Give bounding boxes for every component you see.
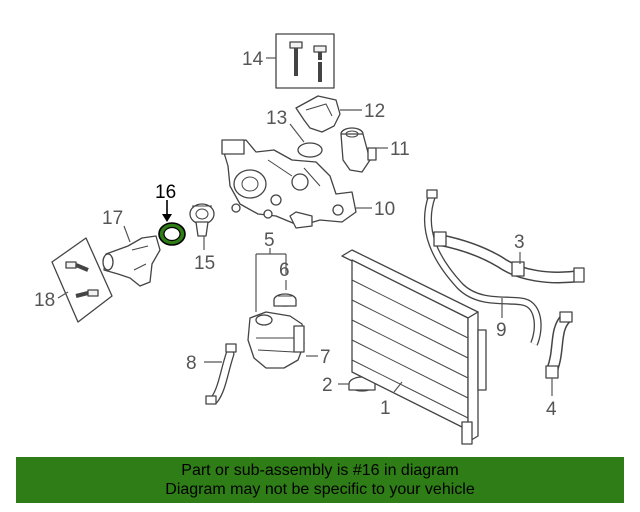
part-14-bolts[interactable] bbox=[275, 33, 335, 89]
part-8-hose[interactable] bbox=[205, 343, 237, 405]
part-5-reservoir[interactable] bbox=[247, 311, 305, 369]
callout-4: 4 bbox=[546, 399, 557, 420]
part-15-thermostat[interactable] bbox=[189, 203, 215, 237]
banner-line-2: Diagram may not be specific to your vehi… bbox=[165, 481, 475, 498]
callout-15: 15 bbox=[194, 253, 215, 274]
callout-12: 12 bbox=[364, 101, 385, 122]
callout-2: 2 bbox=[322, 375, 333, 396]
callout-7: 7 bbox=[320, 347, 331, 368]
part-4-lower-hose[interactable] bbox=[545, 311, 573, 379]
part-1-radiator[interactable] bbox=[341, 249, 487, 445]
part-3-upper-hose[interactable] bbox=[433, 231, 585, 284]
callout-3: 3 bbox=[514, 232, 525, 253]
callout-1: 1 bbox=[380, 398, 391, 419]
part-9-hose[interactable] bbox=[424, 189, 542, 346]
part-13-o-ring[interactable] bbox=[297, 142, 323, 158]
part-info-banner: Part or sub-assembly is #16 in diagram D… bbox=[16, 457, 624, 503]
callout-6: 6 bbox=[279, 260, 290, 281]
callout-13: 13 bbox=[266, 108, 287, 129]
part-12-housing[interactable] bbox=[295, 95, 341, 133]
callout-8: 8 bbox=[186, 353, 197, 374]
callout-9: 9 bbox=[496, 320, 507, 341]
part-11-outlet[interactable] bbox=[340, 127, 377, 173]
part-6-reservoir-cap[interactable] bbox=[273, 293, 297, 307]
callout-16: 16 bbox=[155, 182, 176, 203]
part-18-bolts[interactable] bbox=[51, 237, 113, 323]
part-17-inlet-housing[interactable] bbox=[102, 235, 161, 287]
callout-14: 14 bbox=[242, 49, 264, 70]
callout-11: 11 bbox=[390, 139, 410, 160]
callout-18: 18 bbox=[34, 290, 55, 311]
callout-5: 5 bbox=[264, 230, 275, 251]
part-10-pump-assembly[interactable] bbox=[221, 139, 357, 229]
callout-10: 10 bbox=[374, 199, 395, 220]
callout-17: 17 bbox=[102, 208, 123, 229]
banner-line-1: Part or sub-assembly is #16 in diagram bbox=[181, 462, 459, 479]
part-16-gasket-highlighted[interactable] bbox=[158, 222, 186, 246]
